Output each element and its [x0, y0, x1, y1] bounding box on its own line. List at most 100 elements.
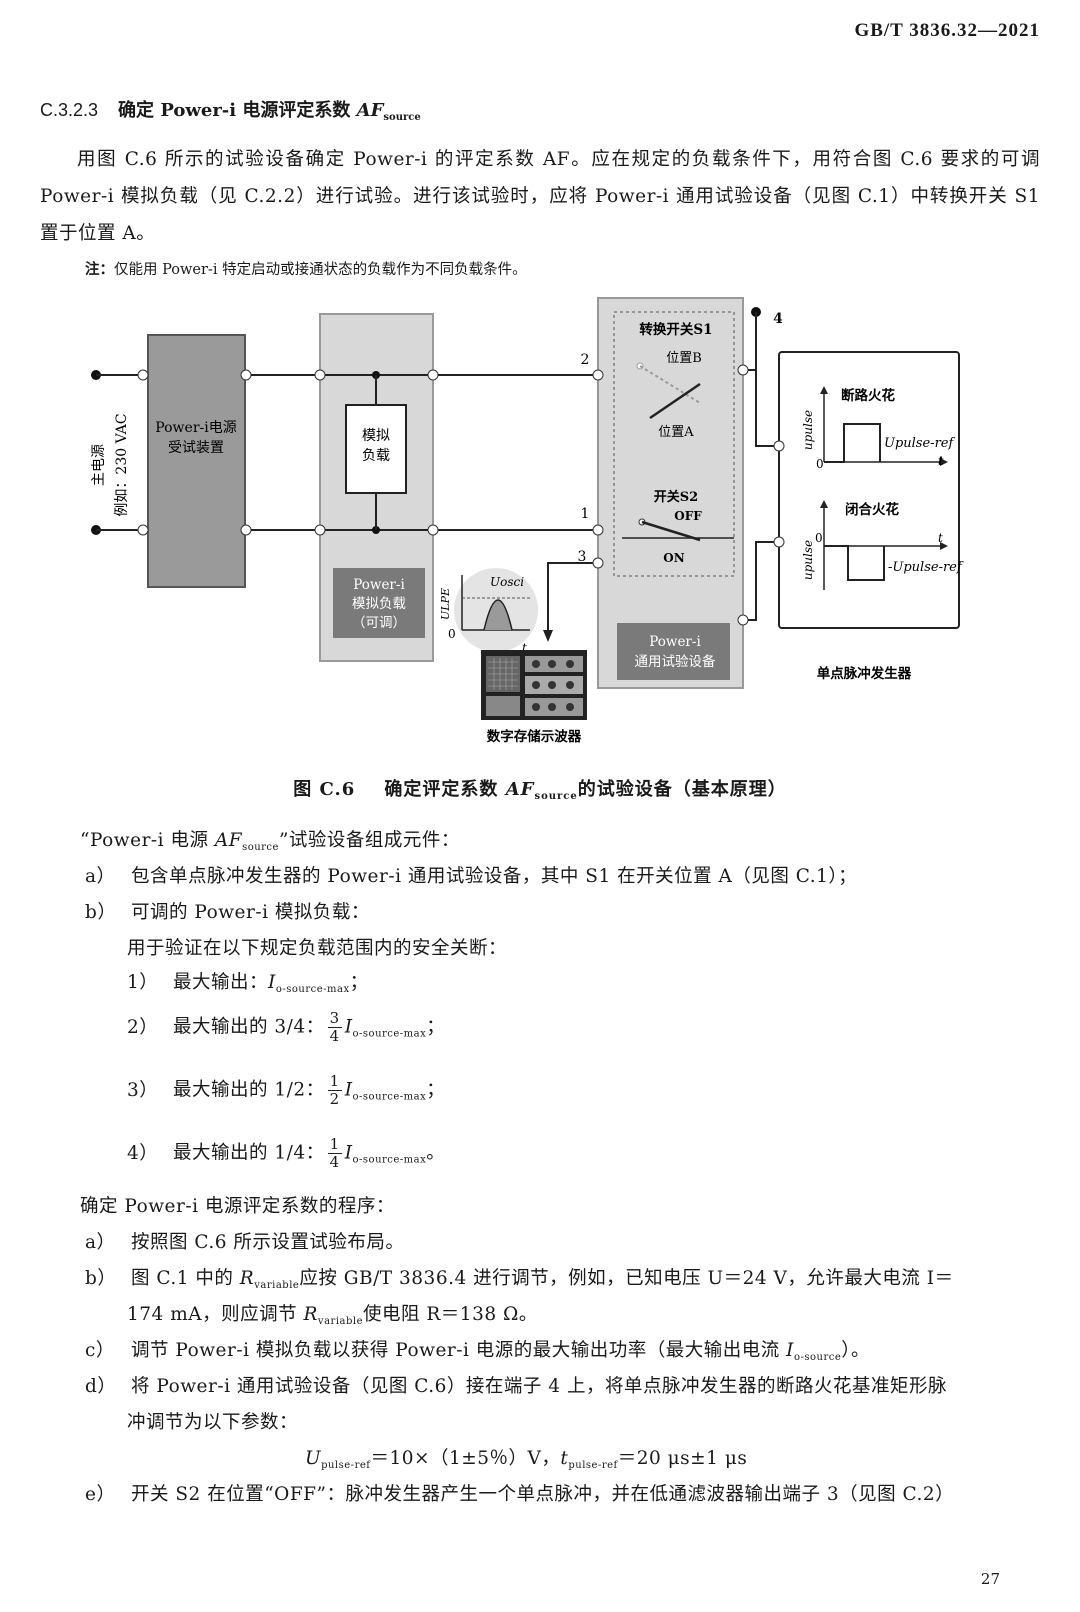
caption-af-sub: source	[534, 791, 578, 802]
step-b2-r: R	[303, 1304, 318, 1325]
dut-label-1: Power-i电源	[155, 420, 236, 436]
formula-tsub: pulse-ref	[568, 1460, 618, 1471]
position-a-label: 位置A	[658, 425, 694, 440]
step-c-i: I	[786, 1340, 794, 1361]
terminal-3-label: 3	[578, 549, 587, 565]
load-item-4-label: 4）	[127, 1142, 159, 1164]
position-b-label: 位置B	[666, 351, 702, 366]
step-b2-rsub: variable	[317, 1316, 363, 1327]
step-a-text: 按照图 C.6 所示设置试验布局。	[131, 1232, 405, 1253]
page-number: 27	[980, 1570, 1000, 1588]
adj-label-3: （可调）	[352, 615, 406, 631]
general-equipment-label-box	[617, 623, 730, 680]
load-item-3-end: ；	[426, 1079, 446, 1101]
load-item-2-end: ；	[426, 1016, 446, 1038]
figure-caption: 图 C.6 确定评定系数 AFsource的试验设备（基本原理）	[0, 775, 1080, 802]
step-b-line-2: 174 mA，则应调节 Rvariable使电阻 R＝138 Ω。	[127, 1300, 538, 1327]
step-b-line-1: b）图 C.1 中的 Rvariable应按 GB/T 3836.4 进行调节，…	[85, 1264, 954, 1291]
step-c-pre: 调节 Power-i 模拟负载以获得 Power-i 电源的最大输出功率（最大输…	[131, 1340, 787, 1361]
component-b-label: b）	[85, 902, 117, 923]
standard-number: GB/T 3836.32—2021	[854, 20, 1040, 41]
formula-usub: pulse-ref	[321, 1460, 371, 1471]
components-intro-1: “Power-i 电源	[80, 830, 215, 851]
component-b-text: 可调的 Power-i 模拟负载：	[131, 902, 370, 923]
open-spark-label: 断路火花	[841, 387, 895, 404]
load-item-2-sub: o-source-max	[352, 1028, 427, 1040]
note-label: 注：	[85, 261, 114, 278]
load-item-4-sub: o-source-max	[352, 1154, 427, 1166]
procedure-intro: 确定 Power-i 电源评定系数的程序：	[80, 1196, 395, 1217]
mains-label-1: 主电源	[91, 444, 107, 486]
formula-end: ＝20 μs±1 μs	[617, 1448, 748, 1469]
load-item-3-label: 3）	[127, 1079, 159, 1101]
load-item-4-end: 。	[426, 1142, 446, 1164]
step-d-line-1: d） 将 Power-i 通用试验设备（见图 C.6）接在端子 4 上，将单点脉冲…	[85, 1372, 947, 1398]
terminal-1-label: 1	[581, 506, 590, 522]
upulse-axis-2: upulse	[801, 540, 815, 580]
adj-label-1: Power-i	[353, 577, 405, 593]
sim-load-label-2: 负载	[362, 448, 390, 464]
note: 注：仅能用 Power-i 特定启动或接通状态的负载作为不同负载条件。	[85, 258, 527, 279]
step-b-label: b）	[85, 1268, 117, 1289]
step-d-label: d）	[85, 1376, 117, 1397]
gen-label-1: Power-i	[649, 634, 701, 650]
upulse-axis-1: upulse	[801, 410, 815, 450]
step-b-post: 应按 GB/T 3836.4 进行调节，例如，已知电压 U＝24 V，允许最大电…	[299, 1268, 954, 1289]
load-item-1-i: I	[268, 972, 276, 993]
intro-paragraph: 用图 C.6 所示的试验设备确定 Power-i 的评定系数 AF。应在规定的负…	[40, 149, 1040, 244]
section-af: AF	[356, 100, 384, 121]
fraction-denominator: 4	[329, 1153, 340, 1171]
component-a: a）包含单点脉冲发生器的 Power-i 通用试验设备，其中 S1 在开关位置 …	[85, 862, 857, 888]
t-axis-1: t	[938, 454, 944, 468]
caption-text-1: 确定评定系数	[384, 779, 499, 800]
step-e-text: 开关 S2 在位置“OFF”：脉冲发生器产生一个单点脉冲，并在低通滤波器输出端子…	[131, 1484, 955, 1505]
load-item-1: 1）最大输出：Io-source-max；	[127, 968, 369, 995]
formula-t: t	[560, 1448, 569, 1469]
components-intro-af: AF	[214, 830, 243, 851]
pulse-formula: Upulse-ref＝10×（1±5％）V，tpulse-ref＝20 μs±1…	[305, 1444, 747, 1471]
load-item-4-text: 最大输出的 1/4：	[173, 1142, 325, 1164]
step-c-post: ）。	[841, 1340, 871, 1361]
component-a-text: 包含单点脉冲发生器的 Power-i 通用试验设备，其中 S1 在开关位置 A（…	[131, 866, 858, 887]
u-lpe-label: ULPE	[439, 588, 452, 620]
load-item-3-text: 最大输出的 1/2：	[173, 1079, 325, 1101]
fraction-denominator: 4	[329, 1027, 340, 1045]
step-b2-post: 使电阻 R＝138 Ω。	[363, 1304, 538, 1325]
sim-load-box	[345, 404, 407, 494]
load-item-1-end: ；	[349, 972, 369, 993]
neg-upulse-ref-label: -Upulse-ref	[888, 560, 964, 575]
on-label: ON	[663, 551, 684, 565]
load-item-2-i: I	[344, 1016, 353, 1038]
fraction-numerator: 1	[327, 1135, 342, 1154]
switch-s2-label: 开关S2	[654, 489, 698, 505]
formula-u: U	[305, 1448, 322, 1469]
zero-2: 0	[815, 531, 823, 545]
note-text: 仅能用 Power-i 特定启动或接通状态的负载作为不同负载条件。	[114, 262, 527, 278]
sim-load-label-1: 模拟	[362, 428, 390, 444]
close-spark-label: 闭合火花	[845, 501, 899, 518]
test-setup-diagram: 主电源 例如：230 VAC Power-i电源 受试装置 模拟 负载 Powe…	[91, 297, 964, 745]
component-b: b） 可调的 Power-i 模拟负载：	[85, 898, 370, 924]
off-label: OFF	[674, 509, 702, 523]
step-a: a）按照图 C.6 所示设置试验布局。	[85, 1228, 404, 1254]
load-item-4-i: I	[344, 1142, 353, 1164]
t-axis-2: t	[938, 531, 943, 545]
fraction-numerator: 1	[327, 1072, 342, 1091]
caption-fig-num: 图 C.6	[293, 779, 356, 800]
dut-label-2: 受试装置	[168, 440, 224, 456]
zero-1: 0	[816, 457, 824, 471]
oscilloscope-label: 数字存储示波器	[487, 728, 582, 745]
u-osci-label: Uosci	[490, 575, 524, 589]
load-item-1-text: 最大输出：	[173, 972, 269, 993]
switch-s1-label: 转换开关S1	[639, 321, 712, 338]
step-c-sub: o-source	[793, 1352, 842, 1363]
step-d-text-1: 将 Power-i 通用试验设备（见图 C.6）接在端子 4 上，将单点脉冲发生…	[131, 1376, 947, 1397]
step-c-label: c）	[85, 1340, 115, 1361]
components-intro-2: ”试验设备组成元件：	[278, 830, 460, 851]
